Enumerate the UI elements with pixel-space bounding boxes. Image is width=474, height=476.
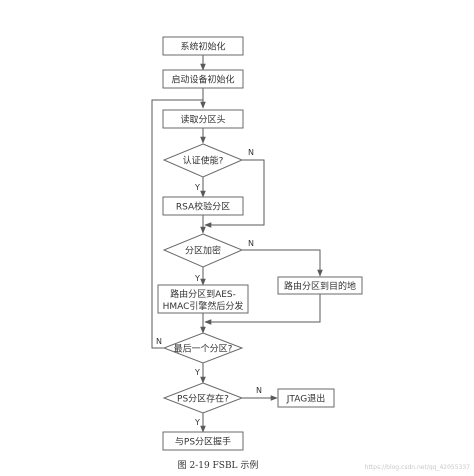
node-route-destination-label: 路由分区到目的地 [284,280,356,292]
node-ps-partition-exists: PS分区存在? [162,382,244,414]
label-encrypted-yes: Y [194,274,200,283]
label-last-yes: Y [194,368,200,377]
edge-auth-no-bypass [204,159,265,228]
watermark: https://blog.csdn.net/qq_42055337 [365,464,471,471]
figure-caption: 图 2-19 FSBL 示例 [178,459,259,471]
node-last-partition-label: 最后一个分区? [174,344,233,355]
node-partition-encrypted: 分区加密 [162,233,244,268]
label-ps-yes: Y [194,418,200,427]
node-read-partition-header: 读取分区头 [162,109,244,129]
node-auth-enabled-label: 认证使能? [183,155,224,167]
edges [151,55,323,433]
node-rsa-verify: RSA校验分区 [162,196,244,216]
node-ps-handshake-label: 与PS分区握手 [175,436,231,448]
edge-destination-to-merge [204,294,321,325]
label-auth-yes: Y [194,183,200,192]
label-encrypted-no: N [248,239,254,248]
label-last-no: N [156,337,162,346]
node-system-init-label: 系统初始化 [180,41,225,53]
node-read-partition-header-label: 读取分区头 [180,114,225,126]
node-route-aes-label-line1: 路由分区到AES- [170,288,236,300]
node-partition-encrypted-label: 分区加密 [185,245,221,257]
node-route-aes-label-line2: HMAC引擎然后分发 [163,300,244,312]
node-ps-handshake: 与PS分区握手 [162,431,244,451]
node-rsa-verify-label: RSA校验分区 [176,201,230,213]
node-ps-partition-exists-label: PS分区存在? [177,393,229,405]
node-last-partition: 最后一个分区? [162,332,244,364]
node-system-init: 系统初始化 [162,36,244,56]
node-route-aes: 路由分区到AES- HMAC引擎然后分发 [157,284,249,314]
label-ps-no: N [256,386,262,395]
edge-encrypted-no-to-destination [242,249,323,277]
node-jtag-exit-label: JTAG退出 [286,393,325,405]
edge-last-no-loop [151,99,203,349]
node-auth-enabled: 认证使能? [162,143,244,178]
edge-labels: Y N Y N N Y N Y [156,148,262,427]
node-jtag-exit: JTAG退出 [277,388,335,408]
node-boot-device-init-label: 启动设备初始化 [171,74,234,86]
label-auth-no: N [248,148,254,157]
node-route-destination: 路由分区到目的地 [277,276,363,295]
node-boot-device-init: 启动设备初始化 [162,69,244,89]
